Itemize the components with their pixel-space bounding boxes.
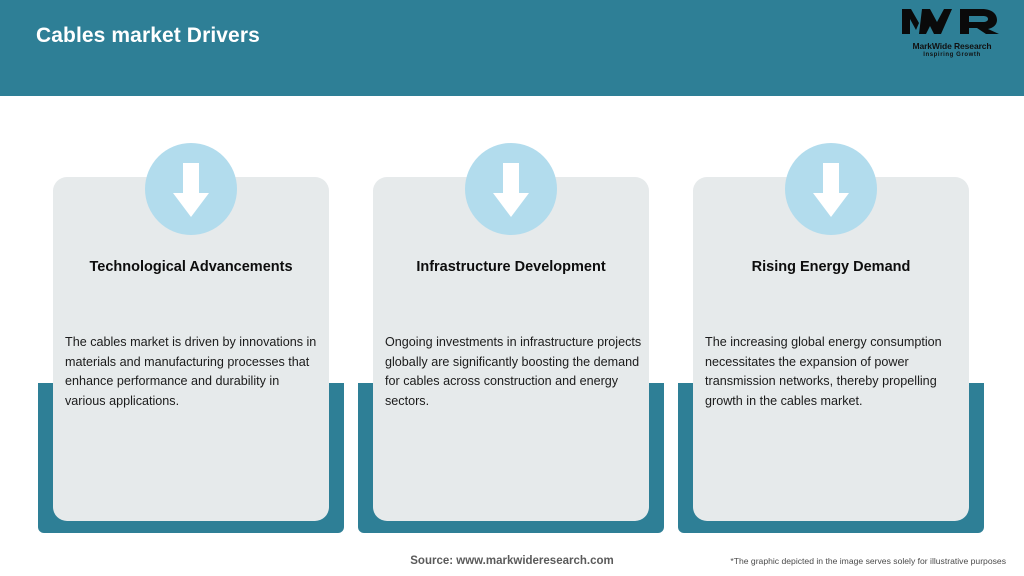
page-header: Cables market Drivers MarkWide Research … [0,0,1024,96]
card-body-text: The cables market is driven by innovatio… [65,335,317,408]
card-body-text: The increasing global energy consumption… [705,335,942,408]
card-body-text: Ongoing investments in infrastructure pr… [385,335,642,408]
driver-card-2: Infrastructure Development Ongoing inves… [358,143,664,536]
driver-card-1: Technological Advancements The cables ma… [38,143,344,536]
mwr-logo-icon [896,6,1008,41]
page-title: Cables market Drivers [36,24,260,47]
down-arrow-icon [785,143,877,235]
driver-card-3: Rising Energy Demand The increasing glob… [678,143,984,536]
down-arrow-icon [145,143,237,235]
brand-logo: MarkWide Research Inspiring Growth [896,6,1008,62]
disclaimer-note: *The graphic depicted in the image serve… [730,556,1006,566]
card-title: Technological Advancements [89,259,293,275]
down-arrow-icon [465,143,557,235]
logo-company-name: MarkWide Research [912,41,992,51]
card-title: Infrastructure Development [416,259,606,275]
logo-tagline: Inspiring Growth [923,52,981,58]
source-label: Source: www.markwideresearch.com [410,555,614,567]
drivers-card-group: Technological Advancements The cables ma… [0,96,1024,536]
card-title: Rising Energy Demand [751,259,911,275]
